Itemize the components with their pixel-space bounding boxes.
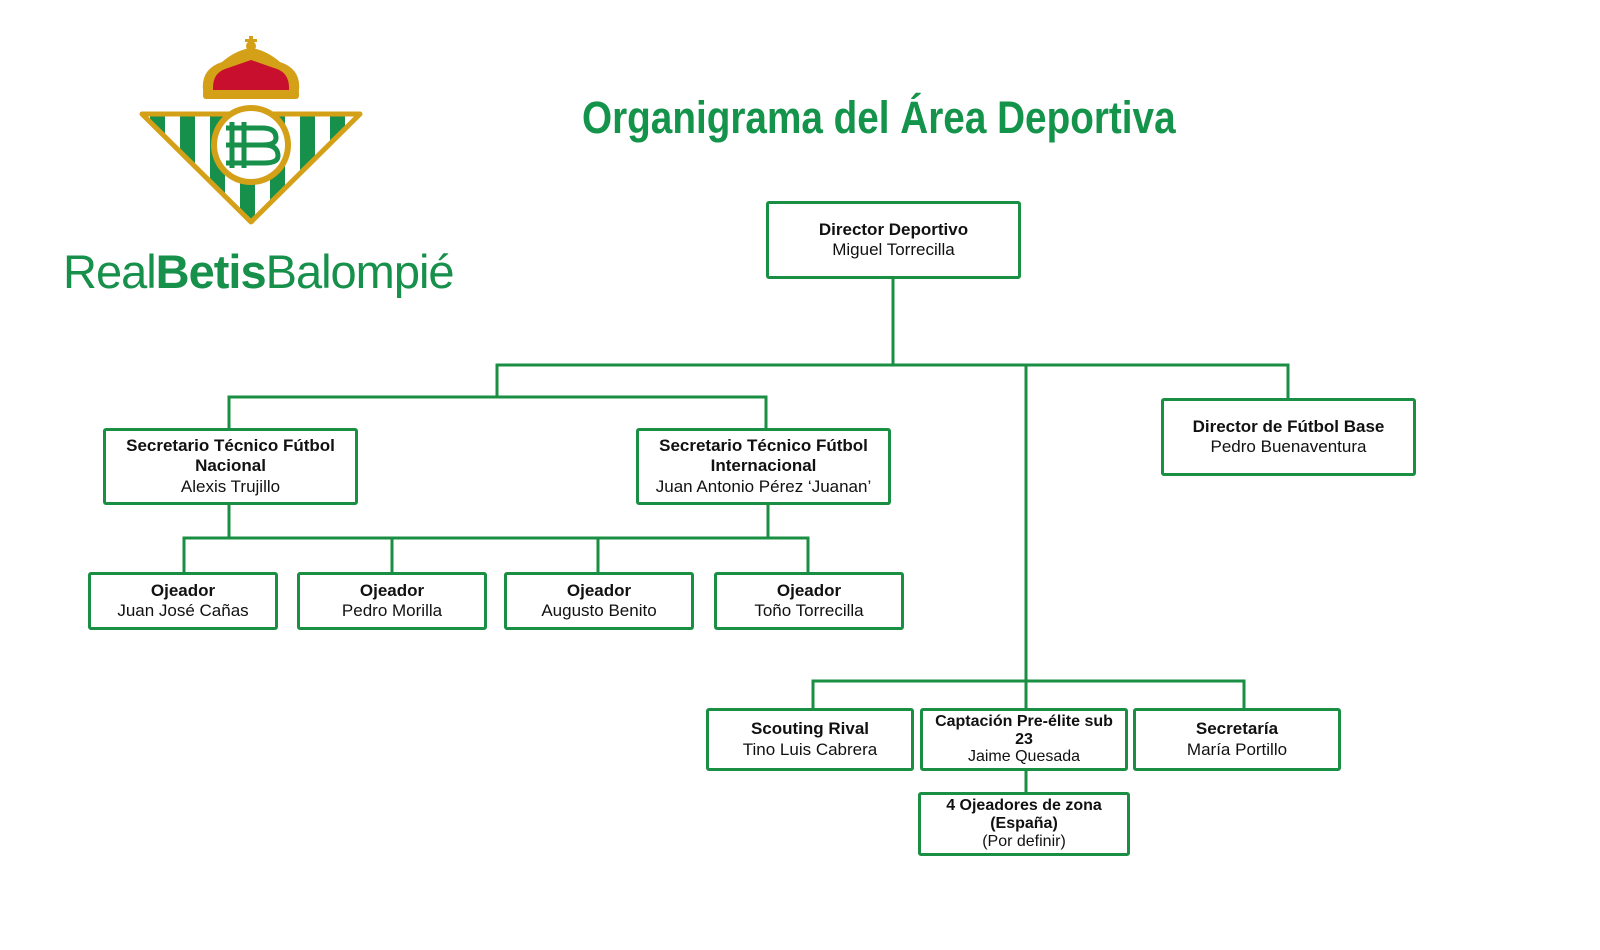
box-role: Secretaría [1195,719,1279,739]
box-director-deportivo: Director Deportivo Miguel Torrecilla [766,201,1021,279]
box-name: (Por definir) [982,832,1066,850]
box-scouting-rival: Scouting Rival Tino Luis Cabrera [706,708,914,771]
box-name: Miguel Torrecilla [832,240,955,259]
box-name: Juan José Cañas [117,601,249,620]
box-name: Toño Torrecilla [754,601,864,620]
box-role: Captación Pre-élite sub 23 [935,712,1113,748]
box-ojeadores-zona: 4 Ojeadores de zona (España) (Por defini… [918,792,1130,856]
box-ojeador: Ojeador Augusto Benito [504,572,694,630]
box-role: 4 Ojeadores de zona (España) [946,797,1102,833]
box-role: Ojeador [150,580,216,600]
club-wordmark: RealBetisBalompié [63,245,455,298]
real-betis-crest-logo [139,36,363,225]
box-name: Juan Antonio Pérez ‘Juanan’ [655,476,872,496]
box-ojeador: Ojeador Pedro Morilla [297,572,487,630]
box-role: Secretario Técnico Fútbol Nacional [126,435,335,476]
box-captacion-pre-elite: Captación Pre-élite sub 23 Jaime Quesada [920,708,1128,771]
box-name: Pedro Morilla [341,601,443,620]
box-role: Secretario Técnico Fútbol Internacional [659,435,868,476]
box-name: Jaime Quesada [967,748,1081,766]
box-ojeador: Ojeador Toño Torrecilla [714,572,904,630]
box-name: Pedro Buenaventura [1210,437,1367,456]
box-name: Augusto Benito [541,601,657,620]
page-title: Organigrama del Área Deportiva [582,92,1176,143]
rbb-monogram-icon [226,122,281,168]
box-name: Alexis Trujillo [180,476,281,496]
box-secretario-nacional: Secretario Técnico Fútbol Nacional Alexi… [103,428,358,505]
box-name: Tino Luis Cabrera [742,739,878,759]
box-secretario-internacional: Secretario Técnico Fútbol Internacional … [636,428,891,505]
box-role: Director Deportivo [818,219,969,239]
box-role: Ojeador [776,580,842,600]
box-role: Scouting Rival [750,719,870,739]
box-role: Ojeador [566,580,632,600]
crown-icon [202,36,300,99]
box-name: María Portillo [1186,739,1288,759]
box-role: Ojeador [359,580,425,600]
box-director-futbol-base: Director de Fútbol Base Pedro Buenaventu… [1161,398,1416,476]
box-ojeador: Ojeador Juan José Cañas [88,572,278,630]
box-secretaria: Secretaría María Portillo [1133,708,1341,771]
box-role: Director de Fútbol Base [1192,416,1385,436]
